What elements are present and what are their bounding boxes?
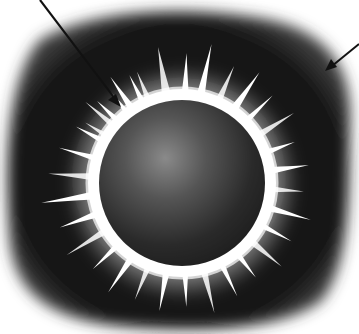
moon-disk [99,100,265,266]
